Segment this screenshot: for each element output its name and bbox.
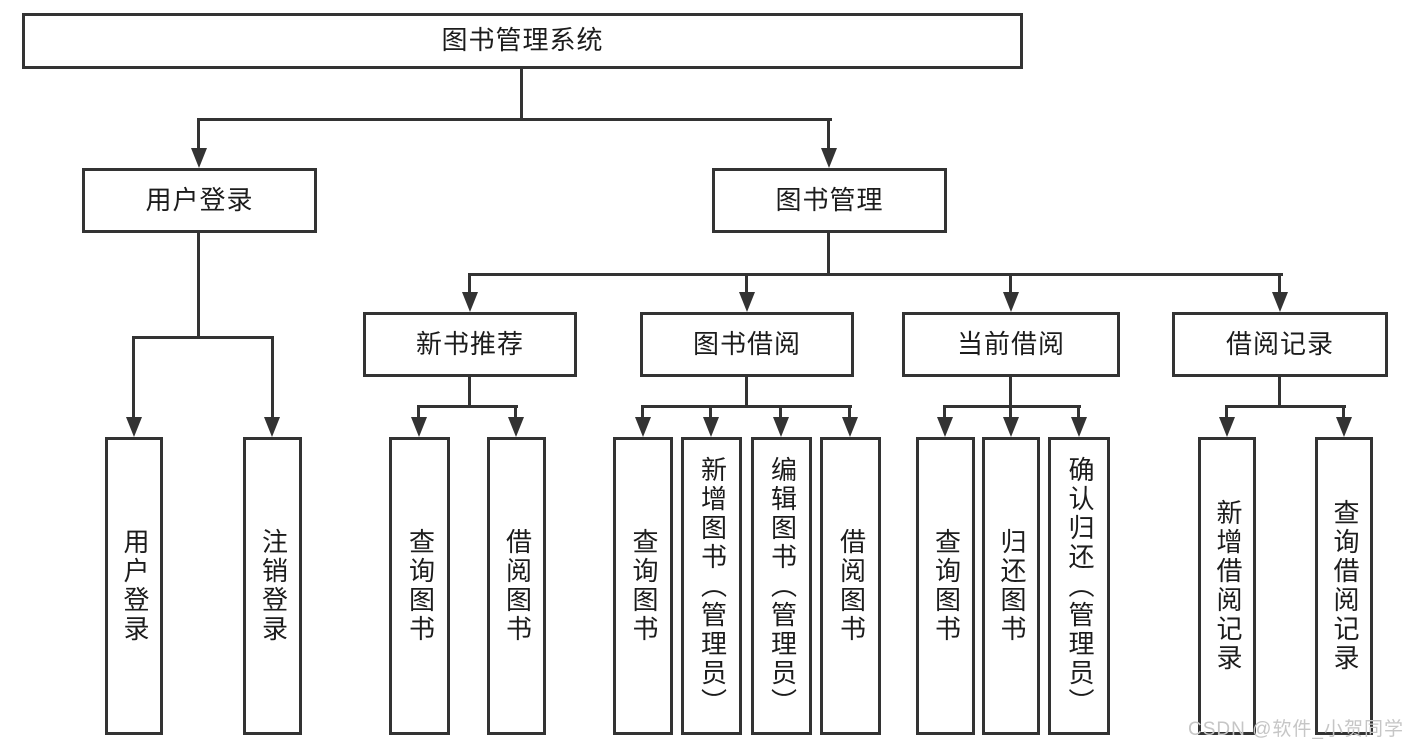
arrow-down-icon: [1219, 417, 1235, 437]
connector-line: [745, 377, 748, 408]
csdn-watermark: CSDN @软件_小贺同学: [1188, 719, 1404, 740]
connector-line: [709, 405, 712, 419]
connector-line: [197, 233, 200, 339]
connector-line: [848, 405, 851, 419]
connector-line: [827, 118, 830, 151]
arrow-down-icon: [191, 148, 207, 168]
connector-line: [132, 336, 135, 419]
arrow-down-icon: [1003, 417, 1019, 437]
leaf-borrowing-query-books: 查询图书: [613, 437, 673, 735]
leaf-recommend-borrow-books: 借阅图书: [487, 437, 546, 735]
connector-line: [132, 336, 274, 339]
node-root: 图书管理系统: [22, 13, 1023, 69]
connector-line: [1278, 273, 1281, 295]
node-user-login: 用户登录: [82, 168, 317, 233]
leaf-return-books: 归还图书: [982, 437, 1040, 735]
connector-line: [417, 405, 518, 408]
connector-line: [1009, 377, 1012, 408]
leaf-add-borrowing-record: 新增借阅记录: [1198, 437, 1256, 735]
connector-line: [468, 273, 471, 295]
node-current-borrowing: 当前借阅: [902, 312, 1120, 377]
connector-line: [520, 69, 523, 121]
connector-line: [197, 118, 832, 121]
arrow-down-icon: [1071, 417, 1087, 437]
arrow-down-icon: [1003, 292, 1019, 312]
connector-line: [641, 405, 852, 408]
connector-line: [468, 273, 1283, 276]
connector-line: [943, 405, 946, 419]
leaf-add-books-admin: 新增图书（管理员）: [681, 437, 742, 735]
connector-line: [943, 405, 1081, 408]
connector-line: [1009, 273, 1012, 295]
connector-line: [197, 118, 200, 151]
node-borrowing-records: 借阅记录: [1172, 312, 1388, 377]
arrow-down-icon: [635, 417, 651, 437]
node-book-borrowing: 图书借阅: [640, 312, 854, 377]
arrow-down-icon: [1336, 417, 1352, 437]
arrow-down-icon: [821, 148, 837, 168]
connector-line: [271, 336, 274, 419]
connector-line: [779, 405, 782, 419]
arrow-down-icon: [937, 417, 953, 437]
connector-line: [514, 405, 517, 419]
arrow-down-icon: [508, 417, 524, 437]
arrow-down-icon: [703, 417, 719, 437]
connector-line: [641, 405, 644, 419]
leaf-edit-books-admin: 编辑图书（管理员）: [751, 437, 812, 735]
connector-line: [1225, 405, 1346, 408]
arrow-down-icon: [773, 417, 789, 437]
connector-line: [417, 405, 420, 419]
leaf-recommend-query-books: 查询图书: [389, 437, 450, 735]
arrow-down-icon: [462, 292, 478, 312]
arrow-down-icon: [264, 417, 280, 437]
connector-line: [745, 273, 748, 295]
leaf-user-login: 用户登录: [105, 437, 163, 735]
connector-line: [827, 233, 830, 276]
leaf-query-borrowing-record: 查询借阅记录: [1315, 437, 1373, 735]
arrow-down-icon: [1272, 292, 1288, 312]
node-new-book-recommendation: 新书推荐: [363, 312, 577, 377]
arrow-down-icon: [739, 292, 755, 312]
connector-line: [1342, 405, 1345, 419]
leaf-logout: 注销登录: [243, 437, 302, 735]
connector-line: [1077, 405, 1080, 419]
arrow-down-icon: [126, 417, 142, 437]
leaf-borrowing-borrow-books: 借阅图书: [820, 437, 881, 735]
connector-line: [1009, 405, 1012, 419]
connector-line: [1278, 377, 1281, 408]
arrow-down-icon: [411, 417, 427, 437]
leaf-current-query-books: 查询图书: [916, 437, 975, 735]
leaf-confirm-return-admin: 确认归还（管理员）: [1048, 437, 1110, 735]
node-book-management: 图书管理: [712, 168, 947, 233]
connector-line: [1225, 405, 1228, 419]
connector-line: [468, 377, 471, 408]
arrow-down-icon: [842, 417, 858, 437]
